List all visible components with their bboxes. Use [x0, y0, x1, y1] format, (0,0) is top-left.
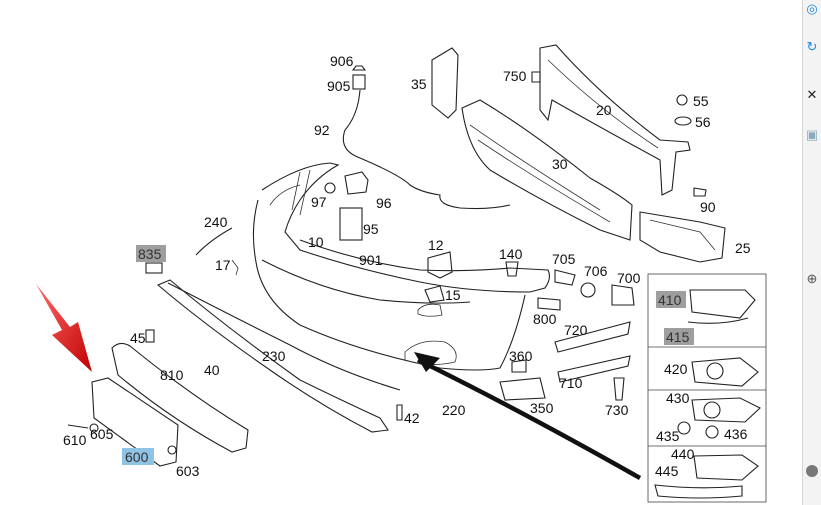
clip-45-part: [145, 329, 155, 343]
callout-905: 905: [327, 78, 351, 94]
callout-706: 706: [584, 263, 608, 279]
callout-30: 30: [552, 156, 568, 172]
callout-800: 800: [533, 311, 557, 327]
callout-12: 12: [428, 237, 444, 253]
callout-140: 140: [499, 246, 523, 262]
callout-440: 440: [671, 446, 695, 462]
inset-panel: [647, 273, 767, 503]
impact-beam-part: [461, 44, 726, 263]
callout-97: 97: [311, 194, 327, 210]
target-icon[interactable]: ◎: [806, 1, 818, 16]
callout-420: 420: [664, 361, 688, 377]
callout-705: 705: [552, 251, 576, 267]
parking-sensor-part: [324, 171, 369, 195]
trim-strip-230-part: [167, 282, 401, 391]
callout-750: 750: [503, 68, 527, 84]
callout-430: 430: [666, 390, 690, 406]
callout-410: 410: [658, 292, 682, 308]
bumper-cover-part: [252, 162, 551, 371]
callout-35: 35: [411, 76, 427, 92]
bracket-35-part: [431, 47, 459, 119]
callout-95: 95: [363, 221, 379, 237]
grille-810-part: [111, 342, 249, 453]
close-icon[interactable]: ✕: [806, 87, 818, 102]
image-icon[interactable]: ▣: [805, 127, 819, 142]
lower-spoiler-part: [156, 279, 389, 433]
callout-230: 230: [262, 348, 286, 364]
callout-720: 720: [564, 322, 588, 338]
callout-445: 445: [655, 463, 679, 479]
callout-700: 700: [617, 270, 641, 286]
callout-17: 17: [215, 257, 231, 273]
module-95-part: [339, 207, 363, 241]
callout-435: 435: [656, 428, 680, 444]
callout-25: 25: [735, 240, 751, 256]
callout-835: 835: [138, 246, 162, 262]
callout-40: 40: [204, 362, 220, 378]
callout-96: 96: [376, 195, 392, 211]
callout-603: 603: [176, 463, 200, 479]
side-toolbar: ◎ ↻ ✕ ▣ ⊕: [802, 0, 821, 505]
callout-92: 92: [314, 122, 330, 138]
clip-17-part: [231, 259, 239, 276]
callout-90: 90: [700, 199, 716, 215]
hardware-group: [499, 71, 707, 401]
license-plate-600-part: [91, 377, 179, 467]
red-arrow: [36, 284, 92, 372]
zoom-icon[interactable]: ⊕: [806, 271, 818, 286]
callout-20: 20: [596, 102, 612, 118]
clip-835-part: [145, 262, 163, 274]
callout-600: 600: [125, 449, 149, 465]
callout-730: 730: [605, 402, 629, 418]
highlight-410: [656, 291, 686, 308]
callout-610: 610: [63, 432, 87, 448]
callout-415: 415: [666, 329, 690, 345]
bolt-42-part: [396, 404, 403, 421]
wiring-harness-part: [342, 89, 511, 210]
connector-905-part: [351, 65, 367, 90]
callout-605: 605: [90, 426, 114, 442]
screws-610-605: [67, 423, 177, 455]
highlight-835: [136, 245, 166, 262]
callout-710: 710: [559, 375, 583, 391]
callout-42: 42: [404, 410, 420, 426]
bracket-15-part: [424, 285, 445, 303]
highlight-600: [122, 448, 154, 465]
callout-901: 901: [359, 252, 383, 268]
scrollbar-thumb[interactable]: [806, 465, 818, 477]
callout-10: 10: [308, 234, 324, 250]
bracket-12-part: [427, 251, 453, 279]
callout-56: 56: [695, 114, 711, 130]
callout-15: 15: [445, 287, 461, 303]
callout-810: 810: [160, 367, 184, 383]
callout-55: 55: [693, 93, 709, 109]
callout-906: 906: [330, 53, 354, 69]
callout-240: 240: [204, 214, 228, 230]
highlight-415: [664, 328, 694, 345]
callout-45: 45: [130, 330, 146, 346]
callout-220: 220: [442, 402, 466, 418]
pointer-arrow: [414, 352, 642, 480]
callout-360: 360: [509, 348, 533, 364]
callout-436: 436: [724, 426, 748, 442]
callout-350: 350: [530, 400, 554, 416]
trim-240-part: [195, 227, 233, 256]
refresh-icon[interactable]: ↻: [806, 39, 818, 54]
